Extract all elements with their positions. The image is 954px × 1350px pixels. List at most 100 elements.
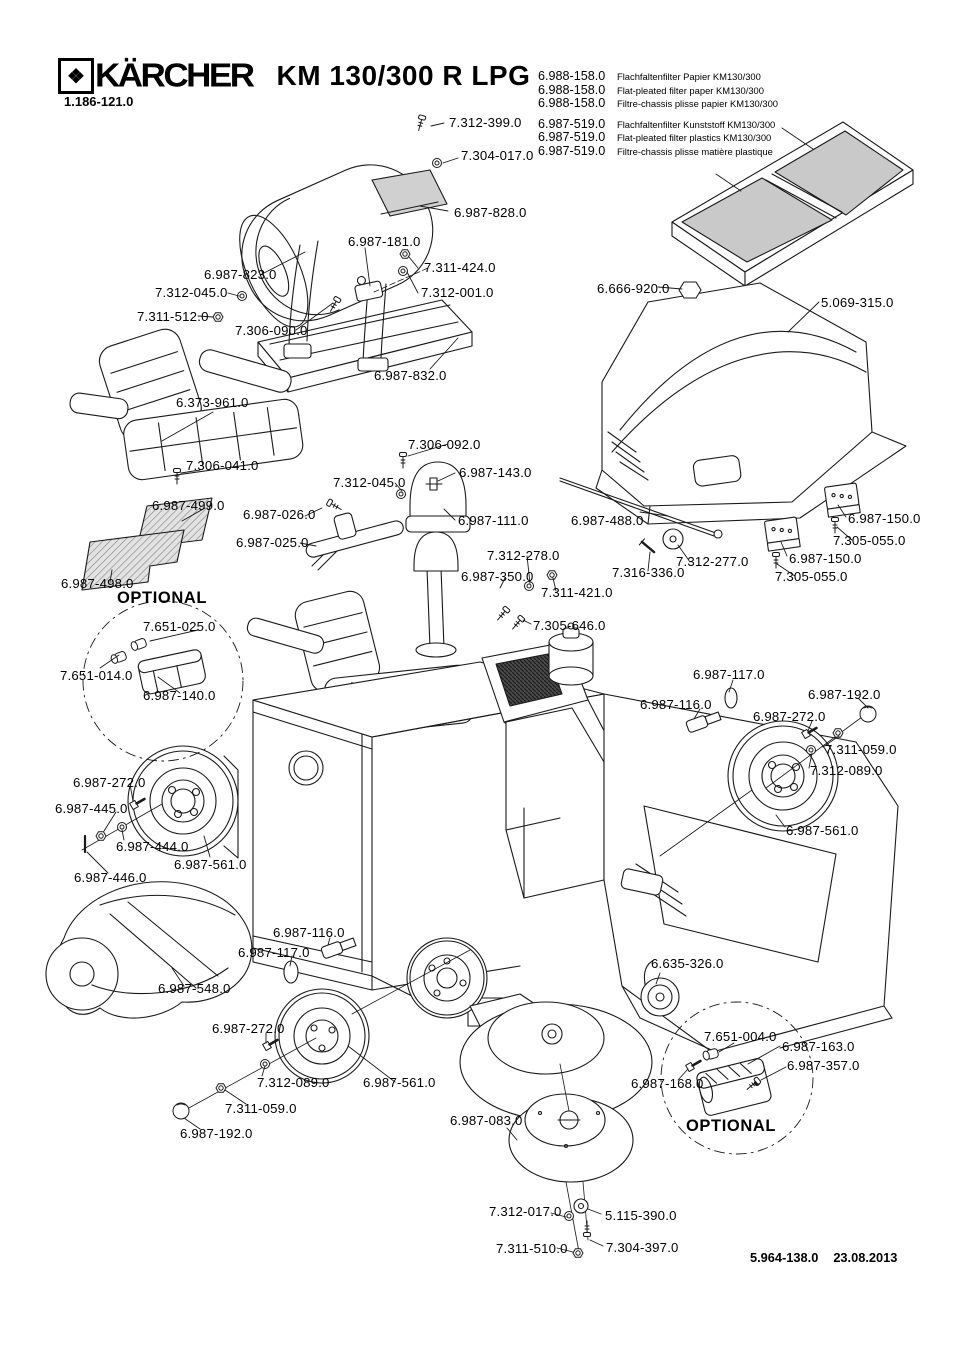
filter-part-number: 6.988-158.0 [538, 82, 606, 97]
filter-part-number: 6.988-158.0 [538, 69, 606, 83]
part-label: 6.987-832.0 [374, 368, 447, 383]
part-label: 7.311-424.0 [424, 260, 496, 275]
rear-wheel-left [81, 745, 239, 859]
part-label: 6.987-357.0 [787, 1058, 860, 1073]
part-label: 7.304-397.0 [606, 1240, 679, 1255]
part-label: 5.115-390.0 [605, 1208, 677, 1223]
part-label: 6.987-272.0 [73, 775, 146, 790]
fasteners [83, 114, 877, 1258]
filter-part-desc: Flat-pleated filter paper KM130/300 [617, 84, 764, 96]
front-wheel-spare [177, 949, 471, 1115]
part-label: 6.987-272.0 [212, 1021, 285, 1036]
part-label: 6.987-181.0 [348, 234, 421, 249]
optional-group-headlight-rear [660, 1001, 814, 1155]
brand-wordmark: KÄRCHER [95, 57, 255, 95]
optional-label: OPTIONAL [117, 589, 208, 607]
part-label: 7.305-646.0 [533, 618, 606, 633]
hood-hinge [824, 482, 861, 518]
part-label: 6.987-561.0 [786, 823, 859, 838]
part-label: 6.987-083.0 [450, 1113, 523, 1128]
part-label: 6.373-961.0 [176, 395, 249, 410]
engine-hood [595, 281, 907, 525]
part-label: 7.312-089.0 [257, 1075, 330, 1090]
filter-part-desc: Filtre-chassis plisse matière plastique [617, 145, 773, 157]
sweeper-machine [246, 531, 899, 1121]
part-label: 7.312-089.0 [810, 763, 883, 778]
filter-note-row: 6.987-519.0 Filtre-chassis plisse matièr… [538, 143, 778, 159]
beacon-mast [413, 531, 459, 658]
part-label: 7.306-041.0 [186, 458, 259, 473]
part-label: 7.305-055.0 [833, 533, 906, 548]
part-label: 7.312-278.0 [487, 548, 560, 563]
document-footer: 5.964-138.0 23.08.2013 [750, 1250, 897, 1265]
filter-notes: 6.988-158.0 Flachfaltenfilter Papier KM1… [538, 69, 778, 159]
part-label: 6.987-025.0 [236, 535, 309, 550]
part-label: 6.987-548.0 [158, 981, 231, 996]
part-label: 6.987-272.0 [753, 709, 826, 724]
filter-part-desc: Flachfaltenfilter Papier KM130/300 [617, 71, 761, 82]
part-label: 7.651-014.0 [60, 668, 133, 683]
part-label: 6.987-499.0 [152, 498, 225, 513]
front-wheel [406, 937, 488, 1019]
model-number: 1.186-121.0 [64, 94, 134, 109]
filter-part-desc: Filtre-chassis plisse papier KM130/300 [617, 98, 779, 110]
floor-mats [81, 497, 213, 591]
part-label: 6.987-116.0 [640, 697, 712, 712]
part-label: 6.987-143.0 [459, 465, 532, 480]
beacon-bulb [425, 477, 443, 491]
part-label: 7.311-421.0 [541, 585, 613, 600]
part-label: 7.311-059.0 [825, 742, 897, 757]
part-label: 7.305-055.0 [775, 569, 848, 584]
hood-hardware [559, 477, 861, 569]
lpg-tank [239, 164, 448, 328]
part-label: 7.306-090.0 [235, 323, 308, 338]
part-label: 6.987-192.0 [808, 687, 881, 702]
part-label: 5.069-315.0 [821, 295, 894, 310]
part-label: 6.987-488.0 [571, 513, 644, 528]
air-filter-canister [548, 622, 594, 686]
driver-seat [69, 328, 304, 481]
part-label: 7.304-017.0 [461, 148, 534, 163]
part-label: 6.987-561.0 [174, 857, 247, 872]
filter-note-row: 6.988-158.0 Filtre-chassis plisse papier… [538, 97, 778, 111]
document-date: 23.08.2013 [833, 1250, 898, 1265]
part-label: 7.311-059.0 [225, 1101, 297, 1116]
lamp-socket [685, 711, 722, 733]
part-label: 6.987-111.0 [458, 513, 529, 528]
leader-lines [86, 122, 869, 1253]
part-label: 6.666-920.0 [597, 281, 670, 296]
part-label: 7.312-045.0 [333, 475, 406, 490]
part-label: 7.312-017.0 [489, 1204, 562, 1219]
part-label: 7.311-512.0 [137, 309, 209, 324]
horn [640, 959, 680, 1017]
part-label: 6.987-561.0 [363, 1075, 436, 1090]
part-label: 6.987-116.0 [273, 925, 345, 940]
hood-hinge [764, 516, 801, 552]
part-label: 6.987-150.0 [848, 511, 921, 526]
part-label: 6.987-026.0 [243, 507, 316, 522]
part-label: 6.987-150.0 [789, 551, 862, 566]
beacon-lamp [405, 461, 471, 533]
hood-knob [678, 281, 702, 299]
part-label: 6.987-117.0 [238, 945, 310, 960]
part-label: 6.987-117.0 [693, 667, 765, 682]
filter-note-row: 6.987-519.0 Flat-pleated filter plastics… [538, 131, 778, 145]
filter-part-number: 6.987-519.0 [538, 130, 606, 145]
part-label: 6.987-140.0 [143, 688, 216, 703]
side-brush-disc [508, 1063, 634, 1253]
lamp-glass [283, 960, 299, 984]
part-label: 7.651-025.0 [143, 619, 216, 634]
filter-note-row: 6.988-158.0 Flachfaltenfilter Papier KM1… [538, 69, 778, 84]
filter-part-desc: Flachfaltenfilter Kunststoff KM130/300 [617, 118, 776, 130]
part-label: 6.987-350.0 [461, 569, 534, 584]
part-label: 7.312-277.0 [676, 554, 749, 569]
control-panel [495, 653, 563, 707]
filter-part-number: 6.987-519.0 [538, 143, 606, 158]
part-label: 7.306-092.0 [408, 437, 481, 452]
headlight-lamp [137, 649, 206, 695]
steering-assembly [305, 512, 404, 571]
part-label: 6.987-168.0 [631, 1076, 704, 1091]
part-label: 7.312-045.0 [155, 285, 228, 300]
part-label: 6.635-326.0 [651, 956, 724, 971]
